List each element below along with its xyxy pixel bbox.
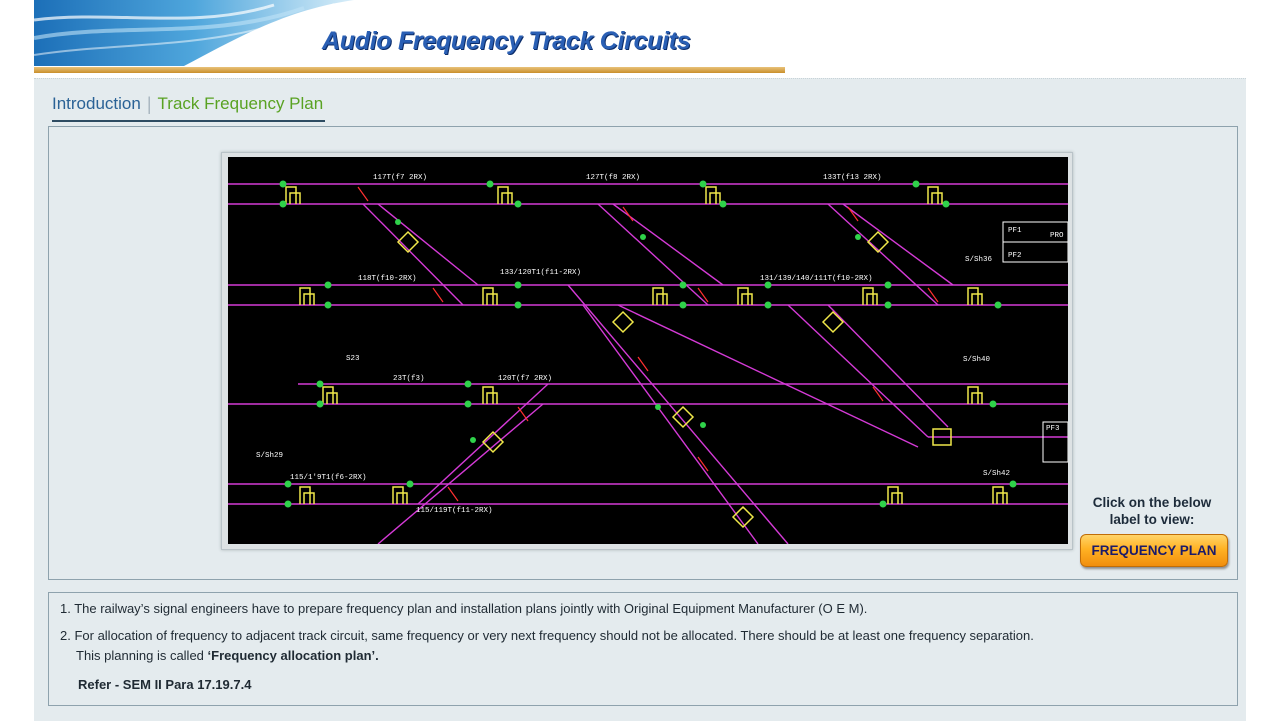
label-s-sh29: S/Sh29 <box>256 452 283 460</box>
header-banner: Audio Frequency Track Circuits <box>34 0 785 74</box>
label-120t: 120T(f7 2RX) <box>498 375 552 383</box>
tab-track-frequency-plan[interactable]: Track Frequency Plan <box>157 94 324 113</box>
label-133t: 133T(f13 2RX) <box>823 174 882 182</box>
note-item-1: 1. The railway’s signal engineers have t… <box>60 601 868 616</box>
view-instruction: Click on the below label to view: <box>1092 495 1212 527</box>
label-23t: 23T(f3) <box>393 375 425 383</box>
note-item-2: 2. For allocation of frequency to adjace… <box>60 628 1034 643</box>
right-margin <box>1246 0 1280 720</box>
page-title: Audio Frequency Track Circuits <box>322 27 691 55</box>
insulation-markers <box>357 186 939 502</box>
label-pf1: PF1 <box>1008 227 1022 235</box>
notes-panel <box>48 592 1238 706</box>
label-118t: 118T(f10-2RX) <box>358 275 417 283</box>
label-117t: 117T(f7 2RX) <box>373 174 427 182</box>
note-item-2-continuation: This planning is called ‘Frequency alloc… <box>76 648 379 663</box>
slide-stage: Audio Frequency Track Circuits Introduct… <box>34 0 1246 721</box>
note-item-2-prefix: This planning is called <box>76 648 208 663</box>
signal-nodes <box>279 180 1017 508</box>
banner-wave-graphic <box>34 0 354 66</box>
diagram-labels: 117T(f7 2RX) 127T(f8 2RX) 133T(f13 2RX) … <box>256 174 1064 515</box>
label-131-139t: 131/139/140/111T(f10-2RX) <box>760 275 873 283</box>
reference-note: Refer - SEM II Para 17.19.7.4 <box>78 677 252 692</box>
label-115-119t: 115/119T(f11-2RX) <box>416 507 493 515</box>
track-lines <box>228 183 1068 544</box>
label-133-120t1: 133/120T1(f11-2RX) <box>500 269 581 277</box>
label-pf2: PF2 <box>1008 252 1022 260</box>
label-127t: 127T(f8 2RX) <box>586 174 640 182</box>
platform-boxes <box>1002 221 1068 463</box>
label-115-1-9t1: 115/1'9T1(f6-2RX) <box>290 474 367 482</box>
track-frequency-diagram: 117T(f7 2RX) 127T(f8 2RX) 133T(f13 2RX) … <box>228 157 1068 544</box>
circuit-symbols <box>285 186 1008 529</box>
label-s-sh36: S/Sh36 <box>965 256 993 264</box>
label-pf3: PF3 <box>1046 425 1060 433</box>
tab-bar: Introduction | Track Frequency Plan <box>52 88 326 122</box>
frequency-plan-button[interactable]: FREQUENCY PLAN <box>1080 534 1228 567</box>
label-s-sh40: S/Sh40 <box>963 356 991 364</box>
tab-separator: | <box>146 93 152 114</box>
label-s23: S23 <box>346 355 360 363</box>
note-item-2-emphasis: ‘Frequency allocation plan’. <box>207 648 379 663</box>
banner-divider <box>34 67 785 73</box>
tab-introduction[interactable]: Introduction <box>52 94 141 113</box>
label-s-sh42: S/Sh42 <box>983 470 1010 478</box>
label-pro: PRO <box>1050 232 1064 240</box>
